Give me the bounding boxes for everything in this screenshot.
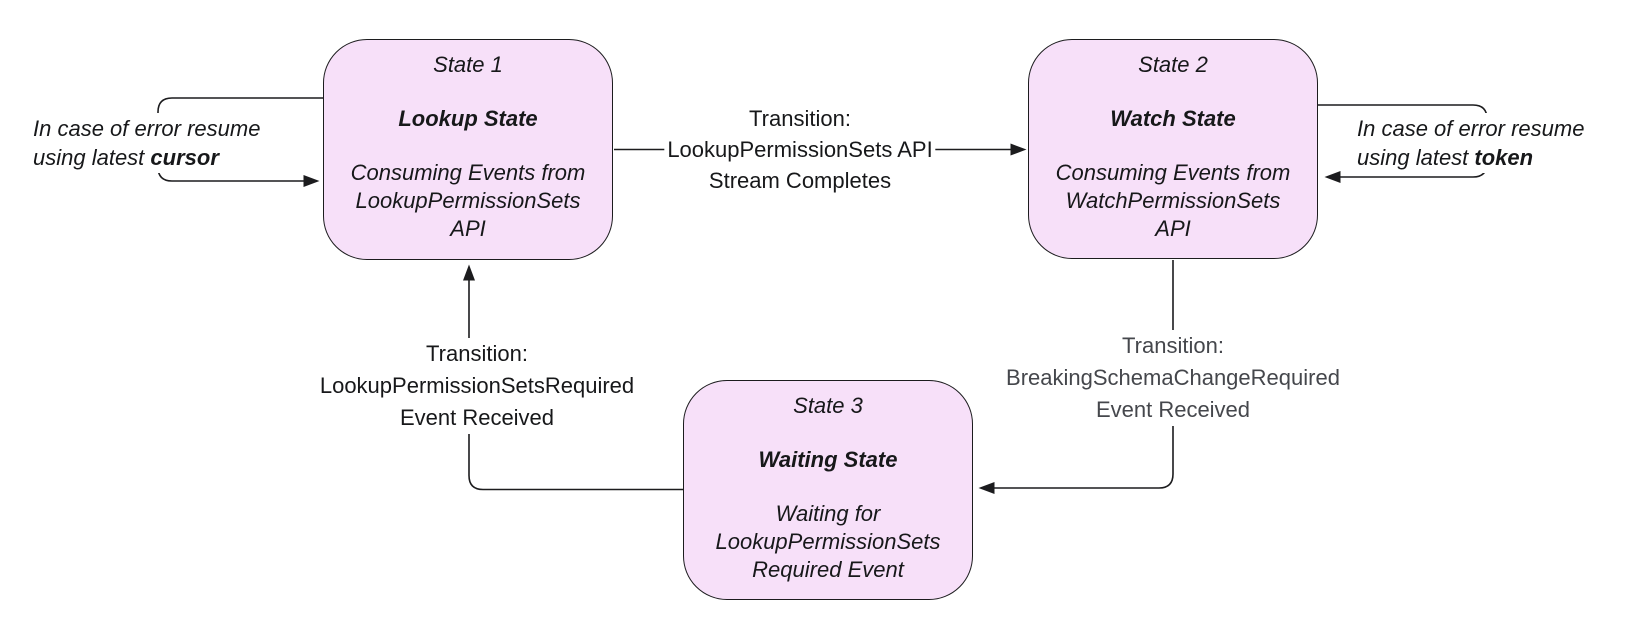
state1-description-line: Consuming Events from	[350, 160, 586, 185]
transition-label-state1-state2: Transition: LookupPermissionSets API Str…	[664, 103, 936, 196]
state3-name: Waiting State	[758, 447, 898, 472]
state1-description-line: LookupPermissionSets	[355, 188, 581, 213]
error-loop-text: In case of error resume	[1357, 116, 1585, 141]
error-loop-keyword: cursor	[150, 145, 219, 170]
state1-description: Consuming Events from LookupPermissionSe…	[324, 159, 612, 243]
state3-description-line: LookupPermissionSets	[715, 529, 941, 554]
transition-label-line: LookupPermissionSetsRequired	[319, 373, 635, 398]
state2-description-line: Consuming Events from	[1055, 160, 1291, 185]
error-loop-text: using latest	[1357, 145, 1475, 170]
state3-description-line: Required Event	[752, 557, 904, 582]
transition-label-line: Stream Completes	[708, 168, 892, 193]
state-node-watch: State 2 Watch State Consuming Events fro…	[1028, 39, 1318, 259]
transition-label-line: BreakingSchemaChangeRequired	[1006, 365, 1340, 390]
state3-title: State 3	[793, 393, 863, 418]
state1-description-line: API	[450, 216, 486, 241]
transition-label-line: Transition:	[749, 106, 851, 131]
error-loop-text: In case of error resume	[33, 116, 261, 141]
state3-description: Waiting for LookupPermissionSets Require…	[684, 500, 972, 584]
error-loop-label-state1: In case of error resume using latest cur…	[33, 113, 265, 173]
transition-label-line: LookupPermissionSets API	[667, 137, 933, 162]
state-node-lookup: State 1 Lookup State Consuming Events fr…	[323, 39, 613, 260]
state1-title: State 1	[433, 52, 503, 77]
transition-label-state2-state3: Transition: BreakingSchemaChangeRequired…	[1003, 330, 1343, 426]
error-loop-keyword: token	[1474, 145, 1534, 170]
state2-name: Watch State	[1110, 106, 1236, 131]
state2-title: State 2	[1138, 52, 1208, 77]
transition-label-line: Transition:	[426, 341, 528, 366]
transition-label-line: Transition:	[1122, 333, 1224, 358]
edge-state2-to-state3	[978, 260, 1174, 494]
state1-name: Lookup State	[398, 106, 538, 131]
state-node-waiting: State 3 Waiting State Waiting for Lookup…	[683, 380, 973, 600]
error-loop-label-state2: In case of error resume using latest tok…	[1357, 113, 1589, 173]
transition-label-line: Event Received	[1095, 397, 1251, 422]
state3-description-line: Waiting for	[775, 501, 881, 526]
edge-state3-to-state1	[463, 264, 683, 491]
state2-description-line: API	[1155, 216, 1191, 241]
state2-description-line: WatchPermissionSets	[1065, 188, 1281, 213]
transition-label-line: Event Received	[399, 405, 555, 430]
transition-label-state3-state1: Transition: LookupPermissionSetsRequired…	[316, 338, 638, 434]
state2-description: Consuming Events from WatchPermissionSet…	[1029, 159, 1317, 243]
error-loop-text: using latest	[33, 145, 151, 170]
